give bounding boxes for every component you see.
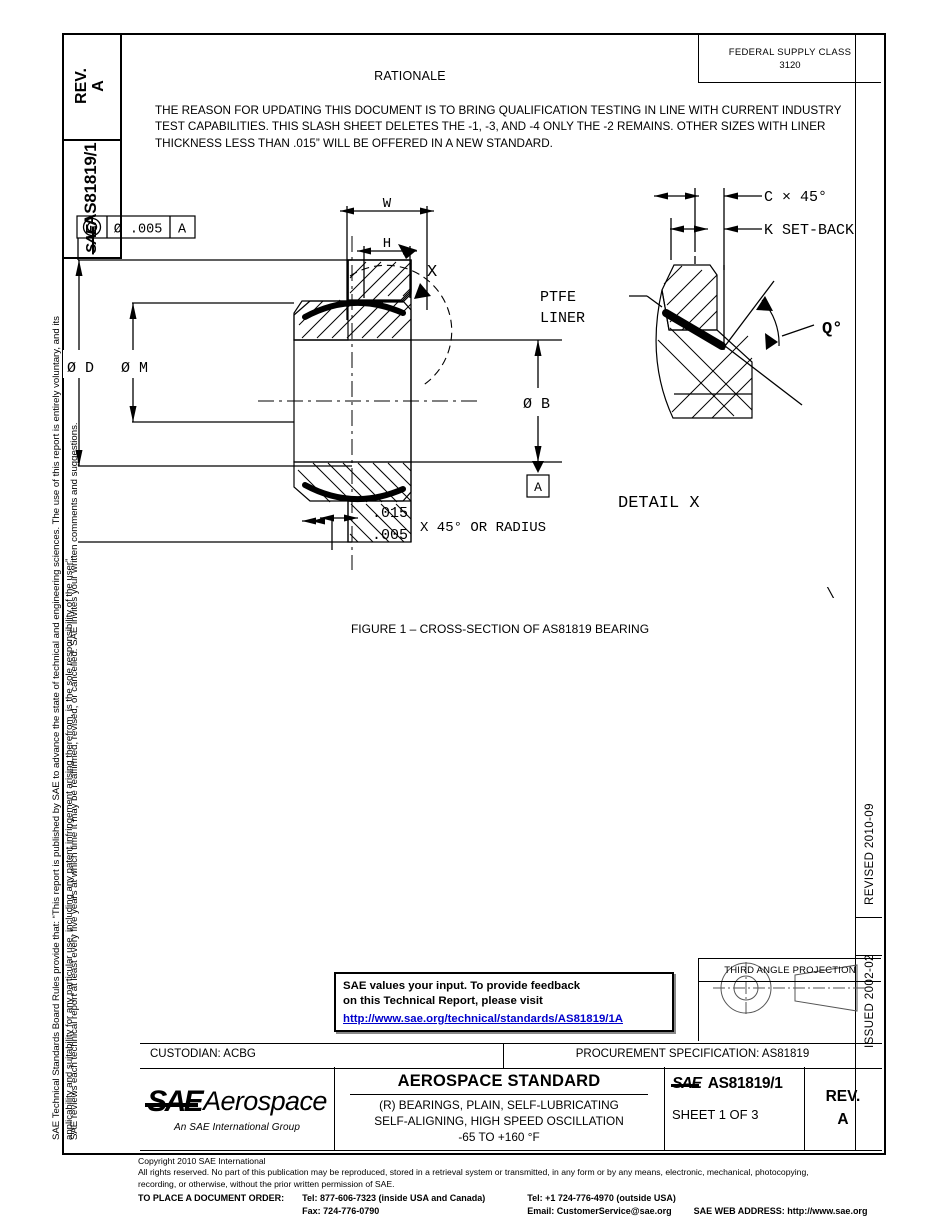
label-dia-m: Ø M [121, 360, 148, 377]
figure-caption: FIGURE 1 – CROSS-SECTION OF AS81819 BEAR… [350, 622, 650, 636]
drawing-border [62, 33, 886, 1155]
revision-box: REV. A [62, 33, 122, 141]
chamfer-lower: .005 [372, 527, 408, 544]
title-underline [350, 1094, 648, 1095]
custodian-text: CUSTODIAN: ACBG [150, 1048, 256, 1060]
tel-inside: Tel: 877-606-7323 (inside USA and Canada… [302, 1193, 486, 1204]
label-dia-d: Ø D [67, 360, 94, 377]
right-margin-divider [855, 35, 856, 1150]
revision-value: A [90, 80, 107, 92]
order-info-table: TO PLACE A DOCUMENT ORDER: Tel: 877-606-… [138, 1193, 867, 1218]
detail-title: DETAIL X [618, 494, 700, 513]
revision-label: REV. [73, 68, 91, 104]
subtitle-line-1: (R) BEARINGS, PLAIN, SELF-LUBRICATING [379, 1098, 619, 1112]
revised-date: REVISED 2010-09 [864, 803, 876, 905]
feedback-line-2: on this Technical Report, please visit [343, 995, 543, 1007]
standard-title: AEROSPACE STANDARD [397, 1072, 601, 1090]
dimension-h: H [383, 236, 391, 252]
detail-liner-label-1: PTFE [540, 289, 576, 306]
chamfer-note: X 45° OR RADIUS [420, 520, 546, 536]
label-dia-b: Ø B [523, 396, 550, 413]
title-block-revision-cell: REV. A [804, 1067, 882, 1150]
standard-subtitle: (R) BEARINGS, PLAIN, SELF-LUBRICATING SE… [334, 1097, 664, 1145]
liner-arc-lower [302, 482, 406, 503]
document-number: AS81819/1 [707, 1075, 783, 1092]
stray-mark: \ [826, 586, 836, 603]
title-block-description: AEROSPACE STANDARD (R) BEARINGS, PLAIN, … [334, 1067, 665, 1150]
feedback-box: SAE values your input. To provide feedba… [334, 972, 674, 1032]
rights-line-2: recording, or otherwise, without the pri… [138, 1178, 395, 1189]
copyright-line: Copyright 2010 SAE International [138, 1156, 266, 1166]
rev-value: A [837, 1111, 849, 1128]
web-address: SAE WEB ADDRESS: http://www.sae.org [693, 1205, 868, 1216]
third-angle-projection-box: THIRD ANGLE PROJECTION [698, 958, 881, 1041]
tel-outside: Tel: +1 724-776-4970 (outside USA) [527, 1193, 676, 1204]
subtitle-line-3: -65 TO +160 °F [458, 1130, 540, 1144]
detail-angle-q: Q° [822, 320, 842, 339]
sae-logo-icon-small: SAE [671, 1075, 702, 1092]
aerospace-wordmark: Aerospace [203, 1086, 327, 1116]
document-number-cell: SAE AS81819/1 SHEET 1 OF 3 [664, 1067, 805, 1150]
bearing-drawing: W H Ø .005 A [62, 150, 882, 670]
sheet-number: SHEET 1 OF 3 [672, 1107, 759, 1122]
fsc-label: FEDERAL SUPPLY CLASS [728, 46, 852, 58]
sae-group-subtitle: An SAE International Group [173, 1121, 300, 1133]
email-address: Email: CustomerService@sae.org [527, 1205, 672, 1216]
chamfer-upper: .015 [372, 505, 408, 522]
procurement-spec-text: PROCUREMENT SPECIFICATION: AS81819 [575, 1048, 810, 1060]
right-margin-tick-upper [855, 917, 882, 918]
detail-liner-label-2: LINER [540, 310, 585, 327]
feedback-url-link[interactable]: http://www.sae.org/technical/standards/A… [343, 1013, 623, 1025]
federal-supply-class-box: FEDERAL SUPPLY CLASS 3120 [698, 35, 881, 83]
title-block: SAE Aerospace An SAE International Group… [140, 1067, 882, 1151]
rationale-heading: RATIONALE [374, 69, 446, 83]
dimension-w: W [383, 196, 392, 212]
fax-number: Fax: 724-776-0790 [302, 1205, 380, 1216]
detail-liner-band [662, 309, 726, 350]
fsc-value: 3120 [779, 59, 801, 71]
datum-flag-a: A [534, 480, 542, 495]
custodian-divider [503, 1044, 504, 1068]
rights-line-1: All rights reserved. No part of this pub… [138, 1167, 809, 1178]
liner-arc-upper [302, 299, 406, 320]
order-label: TO PLACE A DOCUMENT ORDER: [138, 1193, 285, 1204]
projection-title: THIRD ANGLE PROJECTION [699, 959, 881, 982]
detail-k-dim: K SET-BACK [764, 222, 854, 239]
subtitle-line-2: SELF-ALIGNING, HIGH SPEED OSCILLATION [374, 1114, 624, 1128]
projection-symbol-icon [713, 962, 867, 1014]
right-margin-tick-lower [855, 955, 882, 956]
page-footer: Copyright 2010 SAE International All rig… [138, 1156, 898, 1218]
sae-logo-icon: SAE [145, 1084, 204, 1118]
rev-label: REV. [825, 1088, 861, 1105]
detail-callout-x: X [427, 263, 437, 282]
sae-aerospace-logo: SAE Aerospace An SAE International Group [140, 1067, 335, 1150]
rationale-text: THE REASON FOR UPDATING THIS DOCUMENT IS… [155, 104, 842, 150]
designation-box: SAEAS81819/1 [62, 139, 122, 259]
gdt-tolerance: Ø .005 [114, 223, 163, 238]
custodian-row: CUSTODIAN: ACBG PROCUREMENT SPECIFICATIO… [140, 1043, 882, 1069]
detail-c-dim: C × 45° [764, 189, 827, 206]
gdt-datum: A [178, 223, 187, 238]
feedback-line-1: SAE values your input. To provide feedba… [343, 980, 581, 992]
